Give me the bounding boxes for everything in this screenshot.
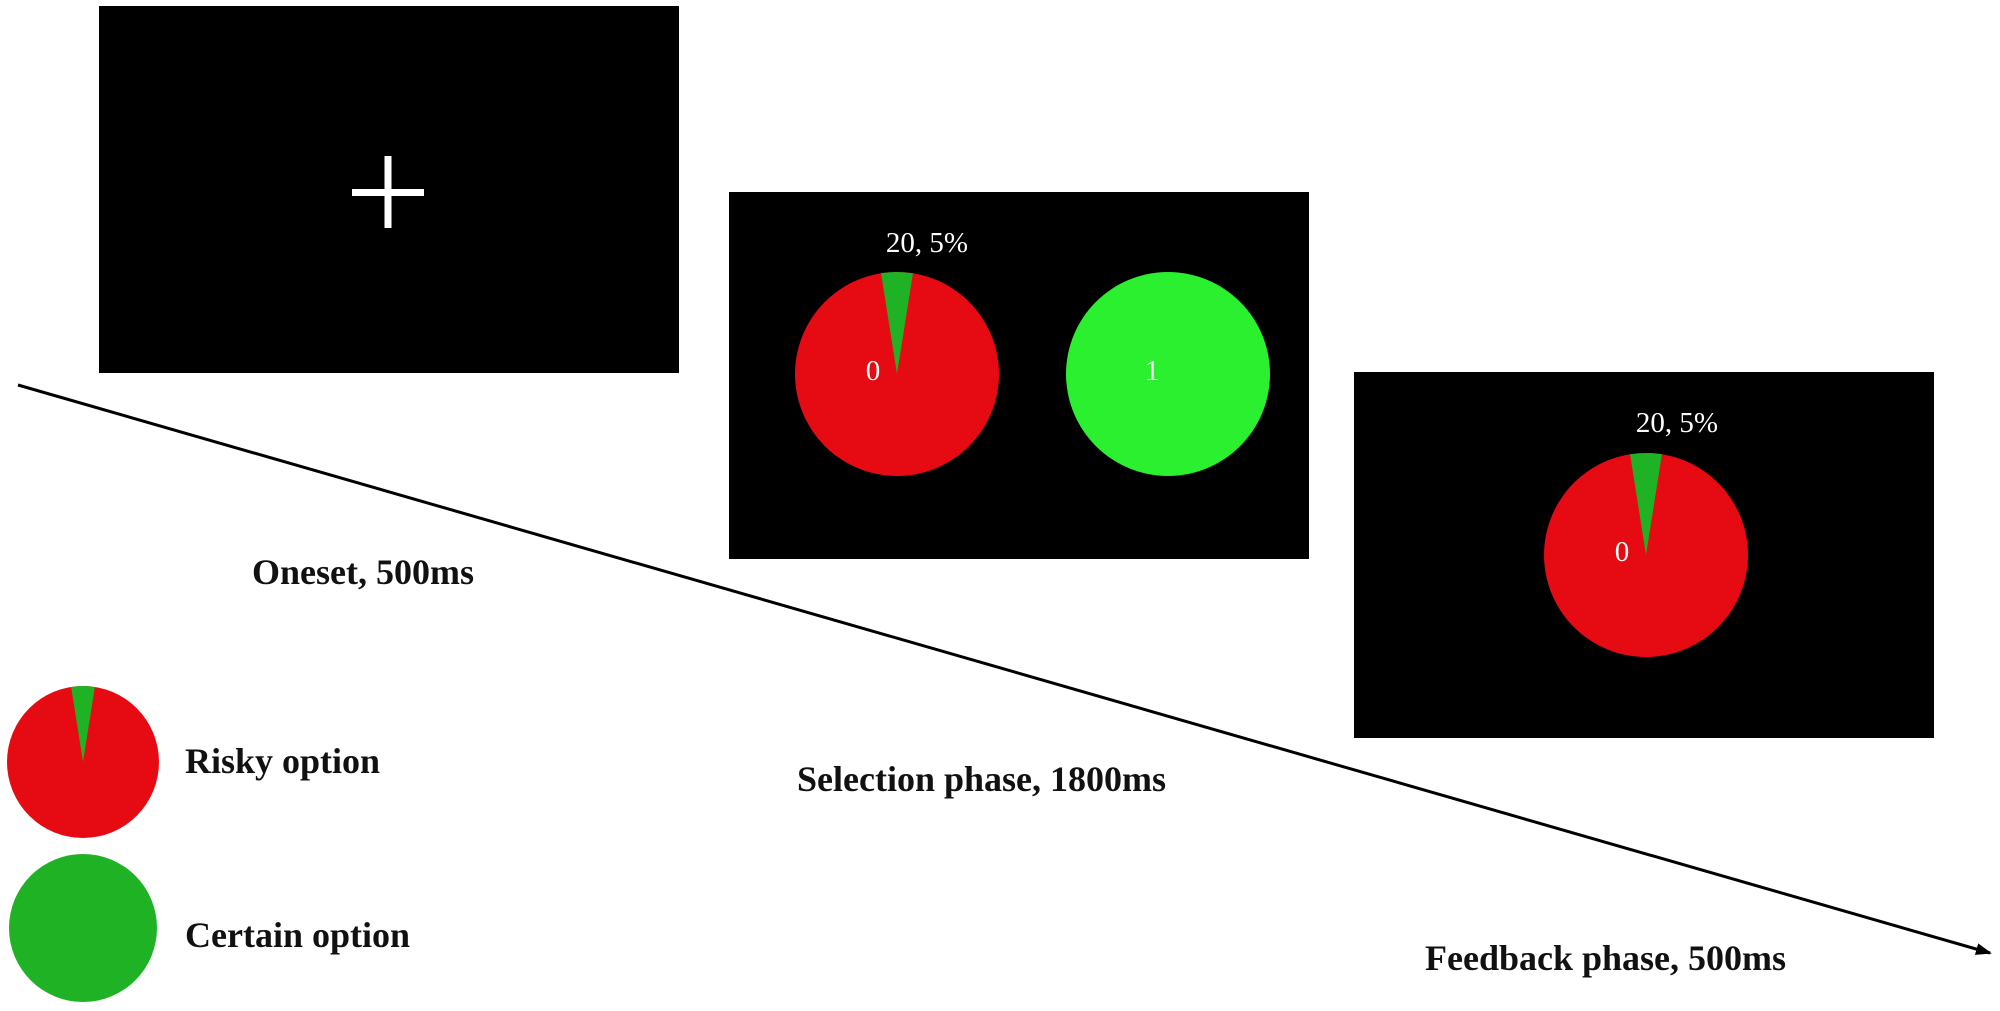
legend-certain-label: Certain option [185,915,410,955]
feedback-risky-loss-value: 0 [1615,536,1630,568]
selection-risky-win-slice [881,272,913,374]
selection-certain-value: 1 [1145,355,1160,387]
feedback-risky-pie [1544,453,1748,657]
selection-risky-loss-value: 0 [866,355,881,387]
feedback-phase-label: Feedback phase, 500ms [1425,938,1786,978]
selection-risky-pie [795,272,999,476]
legend-risky-pie [7,686,159,838]
feedback-risky-win-slice [1630,453,1662,555]
selection-phase-label: Selection phase, 1800ms [797,759,1166,799]
legend-certain-circle [9,854,157,1002]
legend-risky-label: Risky option [185,741,380,781]
selection-risky-win-label: 20, 5% [886,227,968,259]
feedback-risky-win-label: 20, 5% [1636,407,1718,439]
fixation-cross-icon [352,156,424,228]
selection-certain-circle [1066,272,1270,476]
legend-risky-win-slice [71,686,95,762]
timeline-arrow [17,383,1992,955]
feedback-screen: 20, 5% 0 [1354,372,1934,738]
selection-screen: 20, 5% 0 1 [729,192,1309,559]
legend: Risky option Certain option [7,686,410,1002]
onset-phase-label: Oneset, 500ms [252,552,474,592]
onset-screen [99,6,679,373]
